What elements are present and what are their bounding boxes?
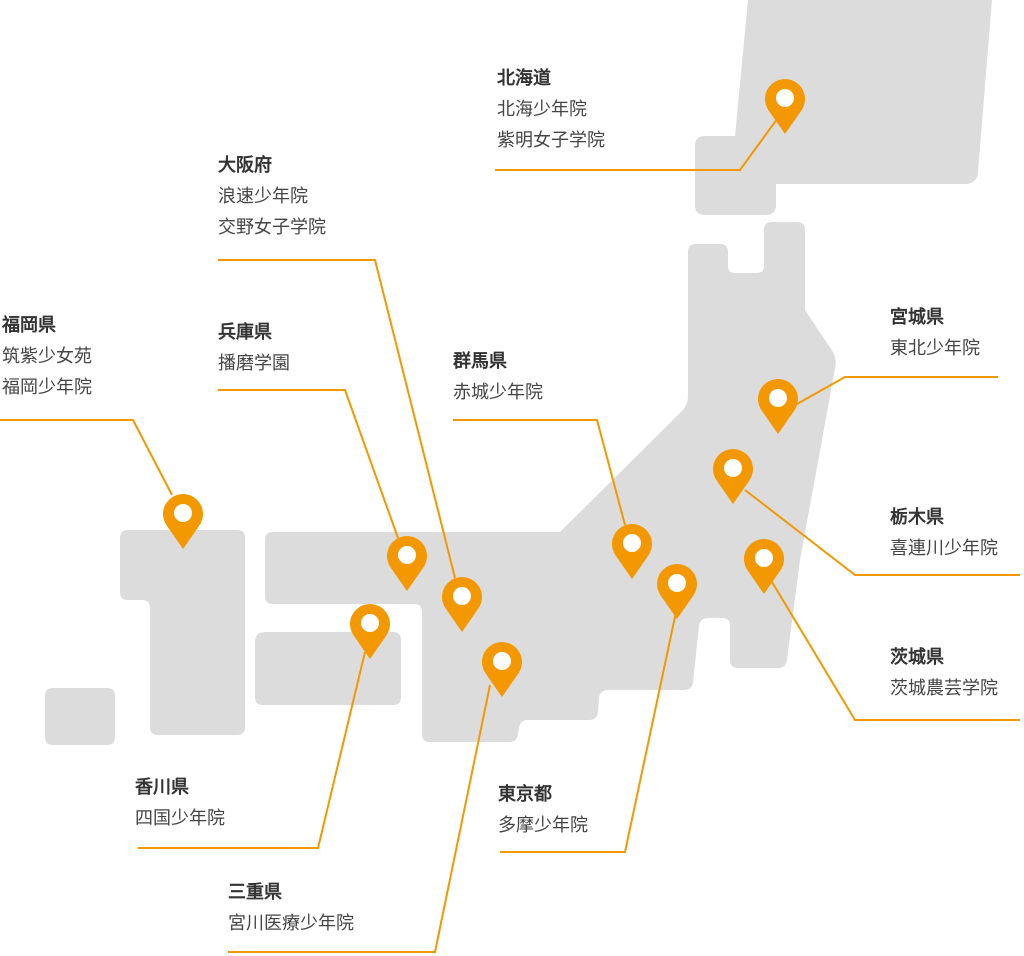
map-pin-icon-miyagi[interactable] [758,379,798,434]
prefecture-name: 三重県 [228,882,282,903]
map-pin-icon-hyogo[interactable] [387,536,427,591]
leader-line-kagawa [138,651,366,849]
leader-line-fukuoka [0,419,173,496]
map-pin-icon-gunma[interactable] [612,524,652,579]
prefecture-name: 兵庫県 [218,322,272,343]
facility-name: 北海少年院 [497,99,587,120]
facility-name: 紫明女子学院 [497,130,605,151]
label-kagawa: 香川県 四国少年院 [135,772,225,834]
prefecture-name: 香川県 [135,777,189,798]
facility-name: 交野女子学院 [218,217,326,238]
facility-name: 四国少年院 [135,808,225,829]
facility-name: 茨城農芸学院 [890,678,998,699]
facility-name: 宮川医療少年院 [228,913,354,934]
label-tokyo: 東京都 多摩少年院 [498,779,588,841]
facility-name: 多摩少年院 [498,815,588,836]
label-fukuoka: 福岡県 筑紫少女苑 福岡少年院 [2,310,92,403]
leader-line-tokyo [500,611,677,853]
prefecture-name: 宮城県 [890,307,944,328]
kyushu-shape [120,530,245,735]
map-pin-icon-fukuoka[interactable] [163,494,203,549]
label-hokkaido: 北海道 北海少年院 紫明女子学院 [497,63,605,156]
facility-name: 東北少年院 [890,338,980,359]
honshu-shape [265,222,836,742]
prefecture-name: 福岡県 [2,315,56,336]
label-tochigi: 栃木県 喜連川少年院 [890,502,998,564]
prefecture-name: 茨城県 [890,647,944,668]
label-mie: 三重県 宮川医療少年院 [228,877,354,939]
label-gunma: 群馬県 赤城少年院 [453,346,543,408]
leader-line-hokkaido [495,114,781,171]
leader-line-mie [228,684,491,953]
map-pin-icon-mie[interactable] [482,642,522,697]
facility-name: 浪速少年院 [218,186,308,207]
hokkaido-shape [695,0,992,215]
map-pin-icon-hokkaido[interactable] [765,79,805,134]
leader-line-hyogo [218,389,399,539]
label-ibaraki: 茨城県 茨城農芸学院 [890,642,998,704]
label-miyagi: 宮城県 東北少年院 [890,302,980,364]
prefecture-name: 群馬県 [453,351,507,372]
label-hyogo: 兵庫県 播磨学園 [218,317,290,379]
prefecture-name: 大阪府 [218,155,272,176]
facility-name: 筑紫少女苑 [2,346,92,367]
leader-line-ibaraki [771,581,1020,721]
leader-line-miyagi [796,376,998,405]
label-osaka: 大阪府 浪速少年院 交野女子学院 [218,150,326,243]
map-pin-icon-osaka[interactable] [442,577,482,632]
leader-line-gunma [453,419,626,526]
map-pin-icon-tokyo[interactable] [657,564,697,619]
prefecture-name: 栃木県 [890,507,944,528]
leader-line-tochigi [744,489,1020,576]
facility-name: 播磨学園 [218,353,290,374]
facility-name: 福岡少年院 [2,377,92,398]
prefecture-name: 東京都 [498,784,552,805]
facility-name: 赤城少年院 [453,382,543,403]
map-pin-icon-ibaraki[interactable] [744,539,784,594]
map-pin-icon-kagawa[interactable] [350,604,390,659]
facility-name: 喜連川少年院 [890,538,998,559]
map-pin-icon-tochigi[interactable] [713,449,753,504]
okinawa-shape [45,688,115,745]
prefecture-name: 北海道 [497,68,551,89]
leader-line-osaka [218,259,456,579]
